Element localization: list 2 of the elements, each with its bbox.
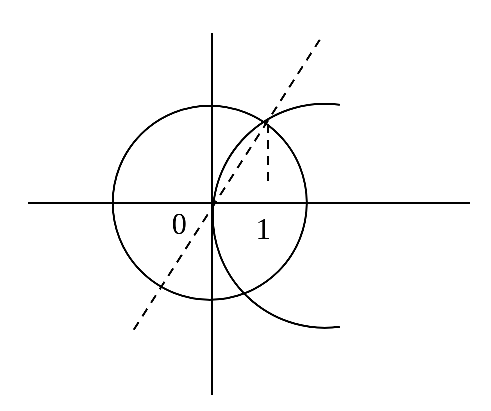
- axis-label: 0: [172, 210, 187, 240]
- axis-label: 1: [256, 215, 271, 245]
